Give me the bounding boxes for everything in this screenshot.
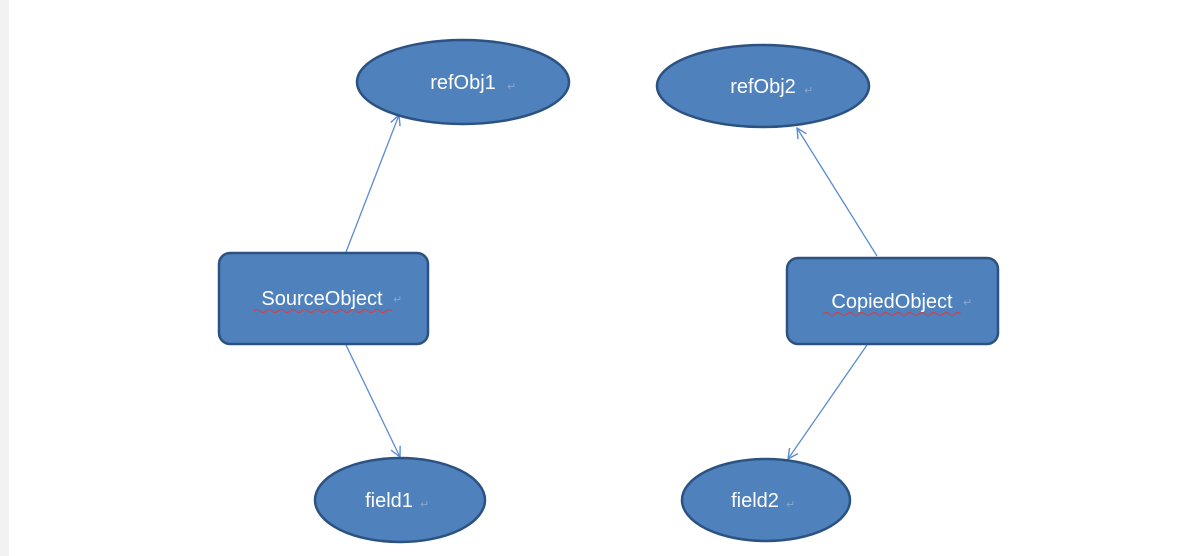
left-margin-strip — [0, 0, 9, 556]
node-field1[interactable]: field1 ↵ — [313, 456, 487, 544]
paragraph-mark-icon: ↵ — [963, 296, 972, 309]
node-refobj2-label: refObj2 — [730, 76, 796, 98]
node-refobj2[interactable]: refObj2 ↵ — [655, 43, 871, 129]
edge-copiedobject-to-field2 — [788, 344, 868, 459]
node-sourceobject-label: SourceObject — [261, 288, 383, 310]
node-copiedobject[interactable]: CopiedObject ↵ — [785, 256, 1000, 346]
node-field1-label: field1 — [365, 490, 413, 512]
paragraph-mark-icon: ↵ — [507, 80, 516, 93]
paragraph-mark-icon: ↵ — [393, 293, 402, 306]
spellcheck-underline — [822, 312, 962, 316]
paragraph-mark-icon: ↵ — [786, 498, 795, 511]
spellcheck-underline — [253, 309, 393, 313]
node-refobj1[interactable]: refObj1 ↵ — [355, 38, 571, 126]
edge-copiedobject-to-refobj2 — [797, 128, 878, 257]
node-copiedobject-label: CopiedObject — [831, 291, 953, 313]
edge-sourceobject-to-refobj1 — [345, 115, 399, 253]
paragraph-mark-icon: ↵ — [420, 498, 429, 511]
node-field2-label: field2 — [731, 490, 779, 512]
edge-sourceobject-to-field1 — [345, 344, 400, 457]
node-sourceobject[interactable]: SourceObject ↵ — [217, 251, 430, 346]
node-field2[interactable]: field2 ↵ — [680, 457, 852, 543]
node-refobj1-label: refObj1 — [430, 72, 496, 94]
paragraph-mark-icon: ↵ — [804, 84, 813, 97]
